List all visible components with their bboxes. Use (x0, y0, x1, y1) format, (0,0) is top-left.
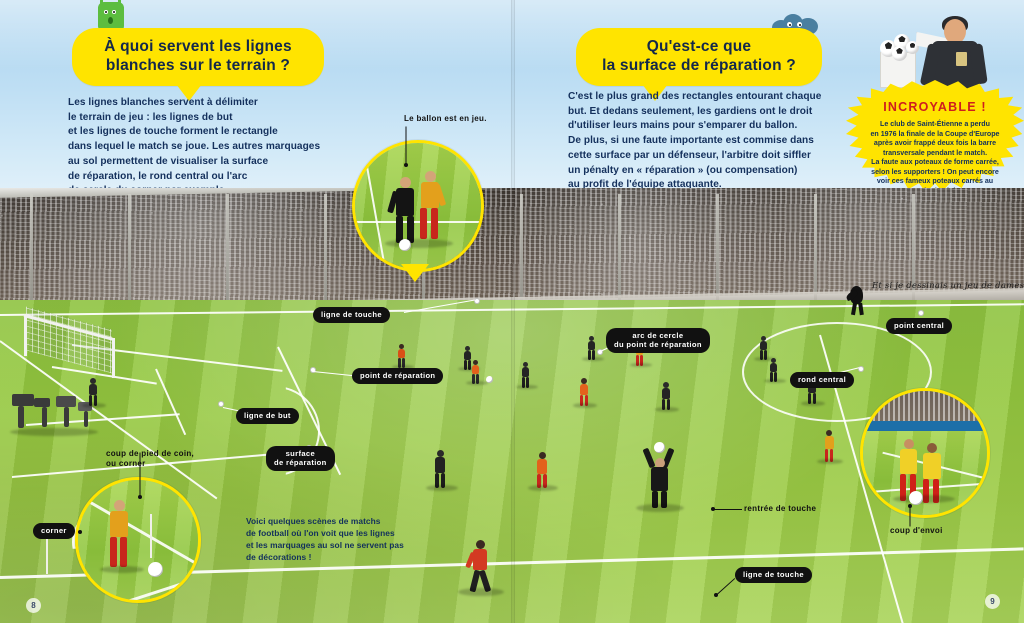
goal-post-left (24, 314, 27, 356)
inset-corner-kick (75, 477, 201, 603)
goal-net (26, 306, 112, 374)
circle-centre (742, 322, 932, 422)
dot-ligne-de-touche-haut (474, 298, 480, 304)
left-bubble-tail (176, 84, 202, 101)
callout-point-de-reparation: point de réparation (352, 368, 444, 384)
left-title-line1: À quoi servent les lignes (104, 38, 292, 55)
player-goalkeeper (82, 378, 106, 408)
leader-ball-in-play (405, 126, 407, 165)
callout-ligne-de-but: ligne de but (236, 408, 299, 424)
right-title-line1: Qu'est-ce que (646, 38, 752, 55)
dot-coup-d-envoi (908, 504, 912, 508)
callout-ballon-en-jeu: Le ballon est en jeu. (404, 114, 487, 123)
player-red-3 (573, 378, 597, 408)
player-red-6 (528, 452, 558, 491)
page-number-right: 9 (985, 594, 1000, 609)
inset-ball-in-play (352, 140, 484, 272)
right-article-title-bubble: Qu'est-ce que la surface de réparation ? (576, 28, 822, 101)
dot-rond-central (858, 366, 864, 372)
ball-midfield (486, 376, 493, 383)
callout-coup-d-envoi: coup d'envoi (890, 526, 943, 535)
camera-rig (8, 392, 108, 442)
dot-point-central (918, 310, 924, 316)
goal-left (20, 300, 132, 378)
right-article-body: C'est le plus grand des rectangles entou… (568, 91, 822, 191)
left-article-body: Les lignes blanches servent à délimiter … (68, 97, 321, 196)
leader-rentree-de-touche (714, 509, 742, 510)
referee-badge (956, 52, 967, 66)
right-title-line2: la surface de réparation ? (602, 56, 796, 74)
player-dark-1 (458, 346, 480, 371)
inset-ball-in-play-pointer (401, 264, 429, 282)
fact-body: Le club de Saint-Étienne a perdu en 1976… (870, 120, 1000, 195)
leader-coup-d-envoi (909, 506, 911, 527)
dot-ball-in-play (404, 163, 408, 167)
handwritten-note: Et si je dessinais un jeu de dames ici ? (872, 281, 1024, 291)
right-bubble-tail (642, 84, 668, 101)
player-red-5 (817, 430, 843, 464)
player-dark-5 (655, 382, 679, 412)
player-red-kicking (458, 540, 504, 596)
corner-flag-pole (46, 528, 48, 574)
left-title-line2: blanches sur le terrain ? (105, 56, 291, 74)
dot-ligne-de-but (218, 401, 224, 407)
player-red-2 (466, 360, 488, 385)
ball-pile (878, 32, 920, 62)
player-dark-2 (516, 362, 538, 389)
referee-head (944, 19, 966, 44)
callout-rentree-de-touche: rentrée de touche (744, 504, 817, 513)
pitch-caption: Voici quelques scènes de matchs de footb… (246, 516, 404, 562)
mascot-green-character (96, 0, 126, 36)
dot-ligne-de-touche-bas (714, 593, 718, 597)
callout-ligne-de-touche-bas: ligne de touche (735, 567, 812, 583)
callout-arc-de-cercle: arc de cercle du point de réparation (606, 328, 710, 354)
player-dark-3 (582, 336, 604, 361)
player-dark-6 (754, 336, 776, 361)
player-dark-9 (426, 450, 458, 491)
fact-title: INCROYABLE ! (883, 100, 987, 114)
player-throw-in (636, 442, 684, 512)
bird-silhouette (845, 286, 872, 320)
callout-ligne-de-touche-haut: ligne de touche (313, 307, 390, 323)
left-article-title-bubble: À quoi servent les lignes blanches sur l… (72, 28, 324, 101)
dot-rentree-de-touche (711, 507, 715, 511)
dot-arc-de-cercle (597, 349, 603, 355)
dot-point-de-reparation (310, 367, 316, 373)
inset-kick-off (860, 388, 990, 518)
goal-post-right (112, 338, 115, 378)
dot-corner (78, 530, 82, 534)
callout-point-central: point central (886, 318, 953, 334)
dot-coup-de-pied-de-coin (138, 495, 142, 499)
page-number-left: 8 (26, 598, 41, 613)
callout-coup-de-pied-de-coin: coup de pied de coin, ou corner (106, 449, 195, 469)
callout-corner: corner (33, 523, 75, 539)
player-dark-7 (764, 358, 786, 383)
player-red-1 (392, 344, 414, 369)
callout-rond-central: rond central (790, 372, 855, 388)
callout-surface-de-reparation: surface de réparation (266, 446, 335, 472)
